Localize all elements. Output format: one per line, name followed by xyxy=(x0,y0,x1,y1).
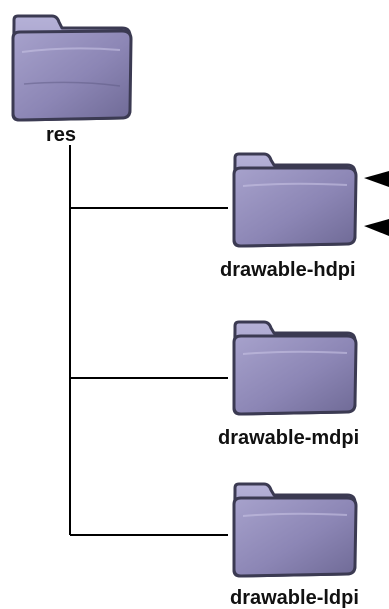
folder-label-drawable-mdpi: drawable-mdpi xyxy=(218,427,360,449)
folder-label-drawable-hdpi: drawable-hdpi xyxy=(220,259,356,281)
folder-icon xyxy=(232,320,358,416)
folder-icon xyxy=(11,14,133,122)
root-folder-label: res xyxy=(46,124,77,146)
folder-icon xyxy=(232,482,358,578)
folder-label-drawable-ldpi: drawable-ldpi xyxy=(230,587,359,609)
folder-icon xyxy=(232,152,358,248)
arrow-icon xyxy=(364,171,389,236)
